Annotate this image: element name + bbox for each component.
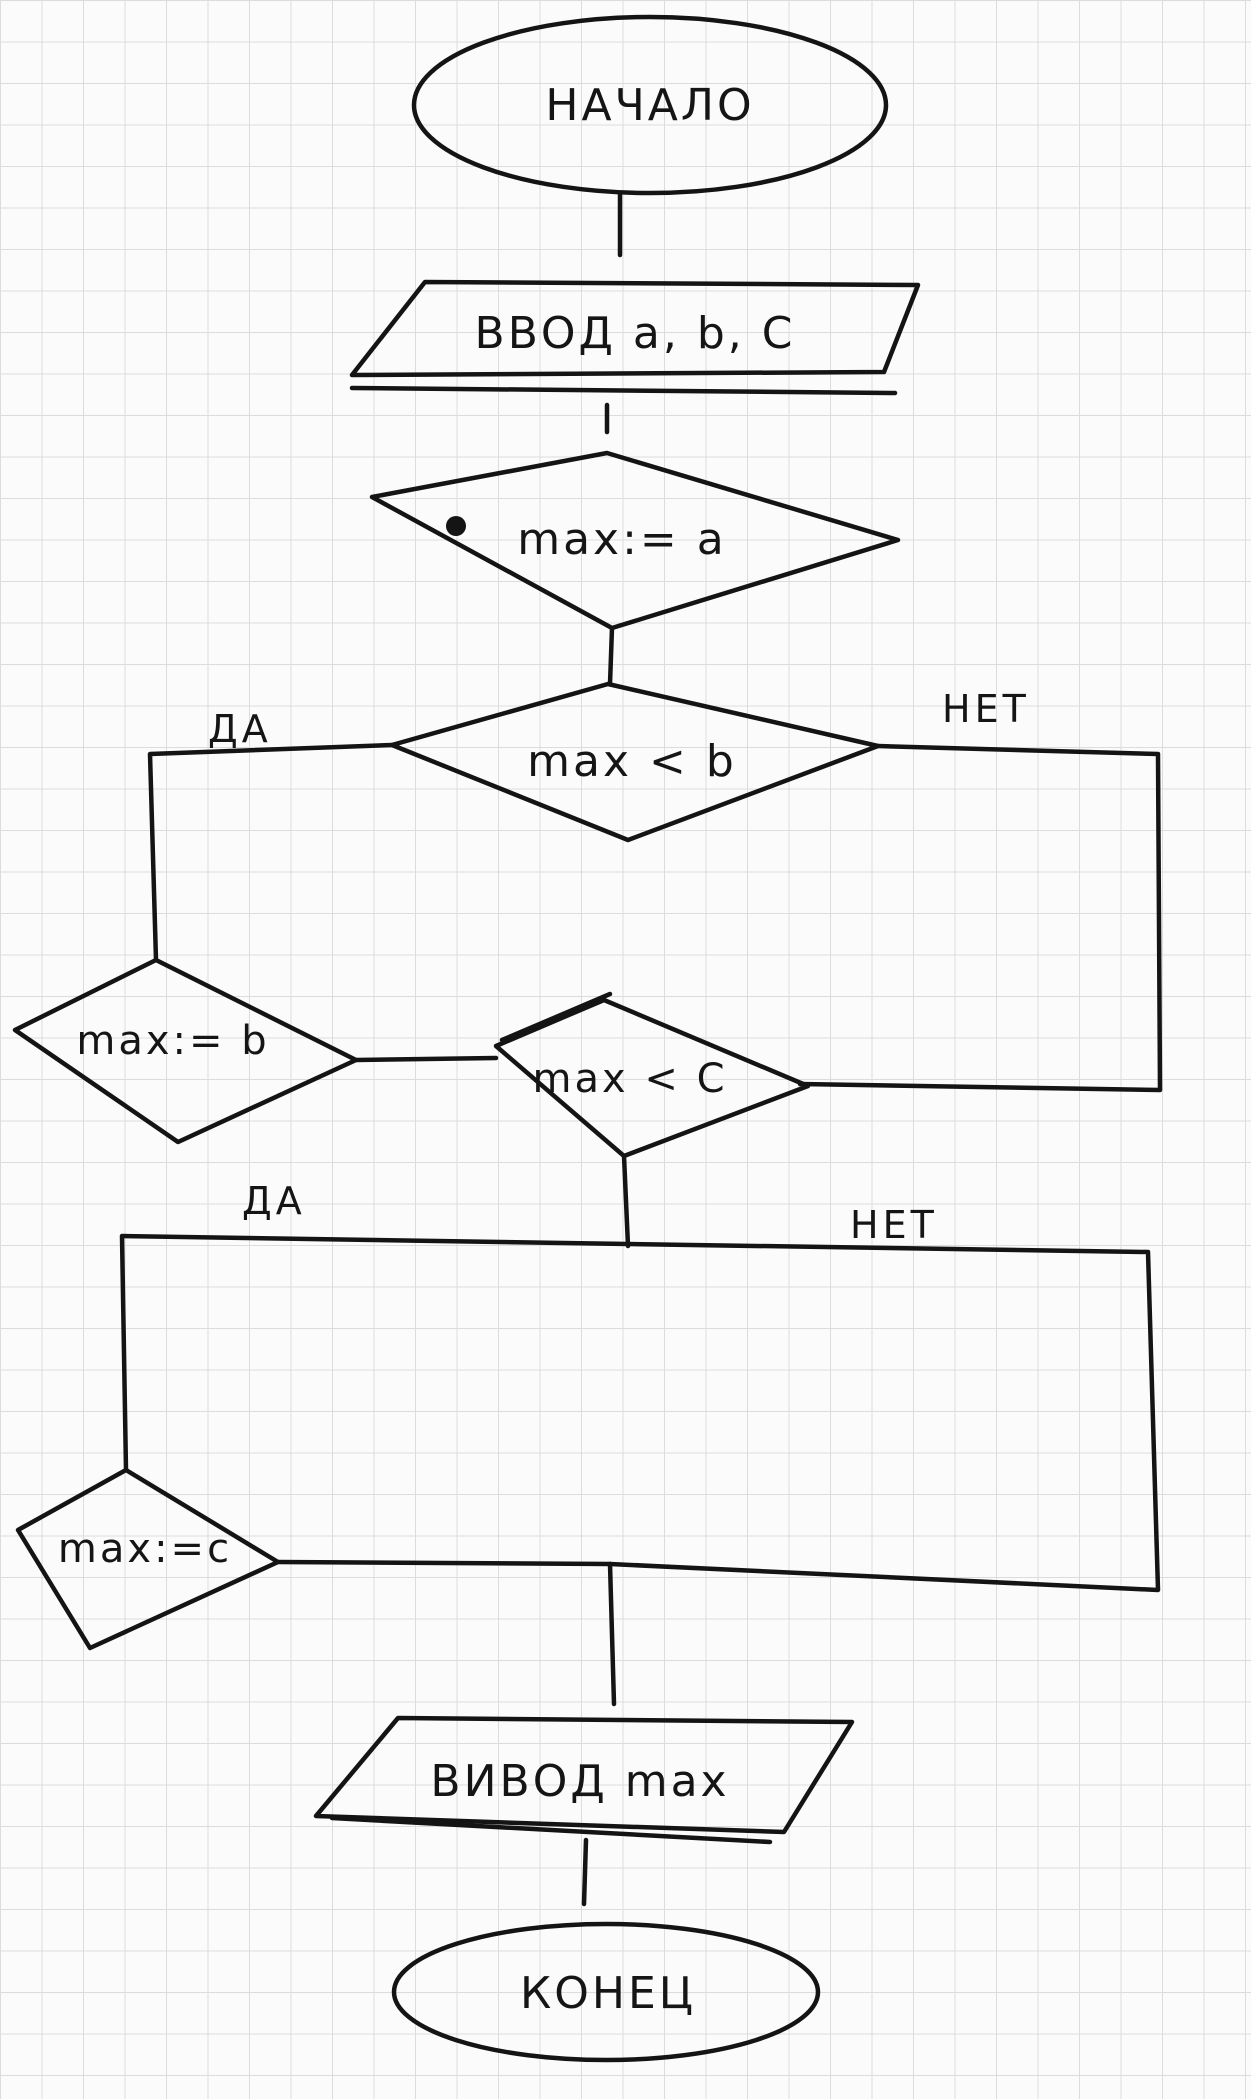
input-underline [349, 385, 898, 396]
connector-output-end [581, 1837, 589, 1907]
condition2-yes-label: ДА [242, 1179, 306, 1223]
condition1-no-label: НЕТ [942, 687, 1030, 731]
input-parallelogram [349, 279, 921, 378]
condition2-double-stroke [499, 991, 613, 1043]
start-label: НАЧАЛО [545, 80, 754, 131]
connector-init-cond1 [607, 625, 615, 687]
end-terminator [391, 1921, 821, 2063]
assign-c-label: max:=c [58, 1526, 232, 1572]
connector-merge-output [607, 1561, 617, 1707]
assign-b-label: max:= b [76, 1018, 269, 1064]
connector-assign-b-cond2 [353, 1055, 499, 1063]
condition2-no-label: НЕТ [850, 1203, 938, 1247]
condition2-yes-line [119, 1233, 631, 1473]
condition2-label: max < C [532, 1056, 727, 1102]
assign-b-shape [12, 957, 359, 1145]
output-parallelogram [313, 1715, 855, 1835]
start-terminator [411, 14, 889, 196]
input-label: ВВОД a, b, C [475, 308, 796, 359]
condition2-diamond [493, 997, 811, 1159]
output-underline [329, 1815, 773, 1845]
ink-blot [446, 516, 466, 536]
connector-assign-c-merge [275, 1559, 613, 1567]
end-label: КОНЕЦ [520, 1968, 696, 2019]
condition1-yes-line [147, 742, 395, 963]
condition1-label: max < b [527, 736, 737, 787]
condition2-no-line [607, 1241, 1161, 1593]
output-label: ВИВОД max [430, 1756, 729, 1807]
assign-c-shape [15, 1467, 281, 1651]
connector-condition2-split [621, 1153, 631, 1249]
condition1-no-line [797, 743, 1163, 1093]
condition1-yes-label: ДА [208, 707, 272, 751]
init-label: max:= a [517, 514, 727, 565]
init-diamond [369, 450, 901, 631]
